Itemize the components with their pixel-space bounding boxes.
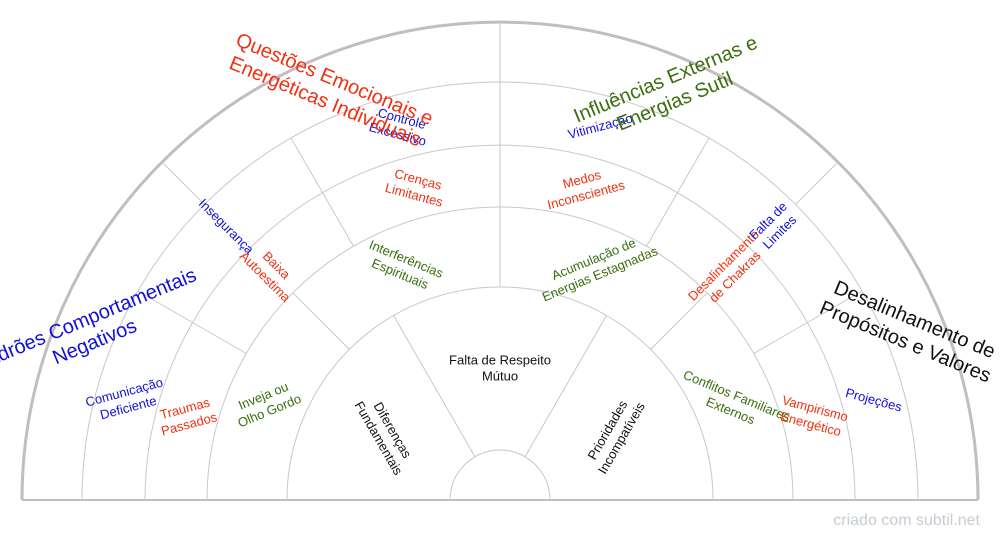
- ring3-sector-label: Projeções: [844, 385, 904, 415]
- center-sector-label: PrioridadesIncompatíveis: [581, 391, 648, 476]
- sector-divider: [137, 290, 193, 323]
- ring1-sector-label: Inveja ouOlho Gordo: [229, 376, 303, 430]
- category-label: Padrões ComportamentaisNegativos: [0, 264, 209, 398]
- center-sector-label: DiferençasFundamentais: [352, 391, 420, 478]
- ring2-sector-label: MedosInconscientes: [541, 162, 626, 213]
- sector-divider: [646, 192, 678, 247]
- ring1-sector-label: Conflitos FamiliaresExternos: [675, 367, 793, 440]
- category-label: Desalinhamento dePropósitos e Valores: [816, 275, 1000, 388]
- ring2-sector-label: TraumasPassados: [155, 394, 219, 439]
- sector-divider: [393, 315, 476, 457]
- sector-divider: [795, 161, 839, 205]
- sector-divider: [753, 322, 808, 354]
- sector-dividers: [81, 22, 863, 500]
- ring3-sector-label: Insegurança: [196, 196, 258, 258]
- ring1-sector-label: Acumulação deEnergias Estagnadas: [534, 228, 661, 304]
- sector-divider: [677, 137, 710, 193]
- ring3-sector-label: ComunicaçãoDeficiente: [84, 375, 169, 426]
- sector-divider: [650, 292, 708, 350]
- ring-arc: [449, 449, 551, 501]
- sector-divider: [807, 290, 863, 323]
- ring2-sector-label: CrençasLimitantes: [383, 164, 449, 210]
- ring-arc: [286, 286, 714, 501]
- sector-divider: [290, 137, 323, 193]
- ring2-sector-label: VampirismoEnergético: [776, 392, 849, 440]
- sector-divider: [322, 192, 354, 247]
- sector-divider: [524, 315, 607, 457]
- ring3-sector-label: Falta deLimites: [746, 199, 801, 254]
- sector-divider: [161, 161, 205, 205]
- sector-divider: [192, 322, 247, 354]
- watermark: criado com subtil.net: [833, 512, 980, 529]
- sector-divider: [292, 292, 350, 350]
- ring1-sector-label: InterferênciasEspirituais: [361, 237, 446, 296]
